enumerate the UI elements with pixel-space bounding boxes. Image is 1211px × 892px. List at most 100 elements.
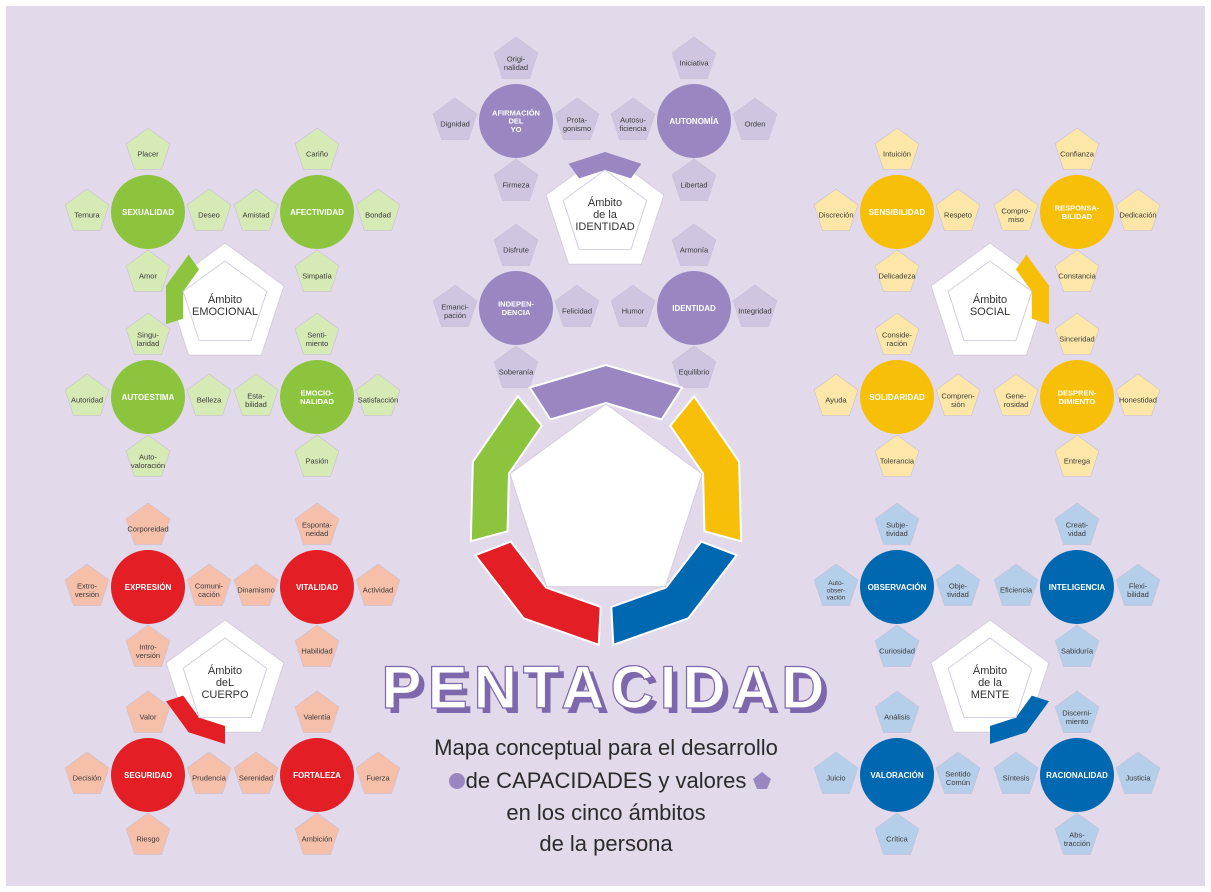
- ambito-social: ÁmbitoSOCIALIntuiciónRespetoDelicadezaDi…: [813, 127, 1161, 477]
- value-label: miento: [1066, 717, 1089, 726]
- value-label: obser-: [827, 587, 845, 594]
- capacity-label: DEL: [509, 117, 524, 126]
- value-pentagon-shape: [233, 563, 279, 606]
- capacity-label: DESPREN-: [1058, 389, 1097, 398]
- value-pentagon: Tolerancia: [874, 434, 920, 477]
- value-pentagon-shape: [813, 563, 859, 606]
- value-pentagon: Abs-tracción: [1054, 812, 1100, 855]
- value-label: Sabiduría: [1061, 647, 1094, 656]
- value-label: Discreción: [818, 211, 853, 220]
- value-pentagon-shape: [294, 249, 340, 292]
- cluster-expresion: CorporeidadComuni-caciónIntro-versiónExt…: [64, 502, 232, 667]
- capacity-circle: [280, 738, 354, 812]
- value-label: Esta-: [247, 392, 265, 401]
- value-label: Sinceridad: [1059, 335, 1094, 344]
- value-label: Gene-: [1006, 392, 1027, 401]
- ambito-label: Ámbito: [973, 293, 1007, 306]
- value-pentagon: Dinamismo: [233, 563, 279, 606]
- value-label: Felicidad: [562, 307, 592, 316]
- value-pentagon: Equilibrio: [671, 345, 717, 388]
- value-pentagon: Satisfacción: [355, 373, 401, 416]
- value-label: Justicia: [1125, 774, 1151, 783]
- value-pentagon: Sabiduría: [1054, 624, 1100, 667]
- value-label: Pasión: [306, 457, 329, 466]
- value-pentagon-shape: [355, 751, 401, 794]
- value-pentagon-shape: [671, 223, 717, 266]
- value-pentagon-shape: [125, 312, 171, 355]
- value-label: Constancia: [1058, 272, 1096, 281]
- ambito-label: Ámbito: [973, 664, 1007, 677]
- value-pentagon-shape: [233, 751, 279, 794]
- value-label: Intro-: [139, 643, 157, 652]
- capacity-label: DENCIA: [502, 308, 531, 317]
- value-pentagon-shape: [993, 563, 1039, 606]
- value-pentagon: Honestidad: [1115, 373, 1161, 416]
- value-pentagon: Emanci-pación: [432, 284, 478, 327]
- value-label: Placer: [137, 150, 159, 159]
- ambito-label: de la: [593, 209, 618, 221]
- value-pentagon: Crítica: [874, 812, 920, 855]
- value-label: tividad: [886, 529, 908, 538]
- central-segment-social: [668, 394, 743, 543]
- value-label: Intuición: [883, 150, 911, 159]
- value-label: Curiosidad: [879, 647, 915, 656]
- value-pentagon-shape: [1054, 812, 1100, 855]
- value-pentagon-shape: [874, 312, 920, 355]
- value-pentagon: Libertad: [671, 158, 717, 201]
- value-pentagon-shape: [610, 97, 656, 140]
- value-label: neidad: [306, 529, 329, 538]
- value-pentagon-shape: [294, 127, 340, 170]
- value-label: miento: [306, 339, 329, 348]
- capacity-circle: [280, 360, 354, 434]
- value-label: Subje-: [886, 521, 908, 530]
- capacity-circle: [860, 738, 934, 812]
- value-pentagon-shape: [1054, 624, 1100, 667]
- value-label: Ambición: [302, 835, 333, 844]
- cluster-afirmacion-del-yo: Origi-nalidadProta-gonismoFirmezaDignida…: [432, 36, 600, 201]
- value-pentagon-shape: [493, 36, 539, 79]
- value-label: Común: [946, 778, 970, 787]
- value-label: Valentía: [304, 713, 332, 722]
- cluster-responsa-bilidad: ConfianzaDedicaciónConstanciaCompro-miso…: [993, 127, 1161, 292]
- value-pentagon-shape: [935, 188, 981, 231]
- value-pentagon: Compren-sión: [935, 373, 981, 416]
- value-pentagon: Singu-laridad: [125, 312, 171, 355]
- value-pentagon-shape: [1054, 127, 1100, 170]
- value-pentagon: Dedicación: [1115, 188, 1161, 231]
- value-label: Soberanía: [499, 368, 534, 377]
- pentagon-inner: [562, 169, 648, 251]
- value-pentagon: Firmeza: [493, 158, 539, 201]
- value-pentagon: Placer: [125, 127, 171, 170]
- value-pentagon: Síntesis: [993, 751, 1039, 794]
- value-label: Deseo: [198, 211, 220, 220]
- ambito-label: Ámbito: [588, 196, 622, 209]
- value-label: Emanci-: [441, 303, 469, 312]
- cluster-racionalidad: Discerni-mientoJusticiaAbs-tracciónSínte…: [993, 690, 1161, 855]
- value-pentagon: Auto-obser-vación: [813, 563, 859, 606]
- value-pentagon-shape: [1115, 188, 1161, 231]
- ambito-cuerpo: ÁmbitodeLCUERPOCorporeidadComuni-caciónI…: [64, 502, 401, 855]
- value-pentagon-shape: [432, 97, 478, 140]
- value-label: Bondad: [365, 211, 391, 220]
- pentagon-inner: [947, 637, 1033, 719]
- value-pentagon-shape: [554, 97, 600, 140]
- ambito-label: MENTE: [971, 689, 1010, 701]
- value-pentagon-shape: [993, 373, 1039, 416]
- value-label: Amistad: [242, 211, 269, 220]
- value-label: Amor: [139, 272, 157, 281]
- value-pentagon-shape: [874, 812, 920, 855]
- value-label: rosidad: [1004, 400, 1029, 409]
- value-label: Delicadeza: [878, 272, 916, 281]
- central-segment-cuerpo: [473, 540, 602, 647]
- value-pentagon-shape: [294, 624, 340, 667]
- value-pentagon-shape: [1054, 312, 1100, 355]
- value-label: Obje-: [949, 582, 968, 591]
- value-pentagon: Justicia: [1115, 751, 1161, 794]
- value-pentagon: Fuerza: [355, 751, 401, 794]
- value-label: Flexi-: [1129, 582, 1148, 591]
- value-label: Extro-: [77, 582, 98, 591]
- value-label: Compro-: [1001, 207, 1031, 216]
